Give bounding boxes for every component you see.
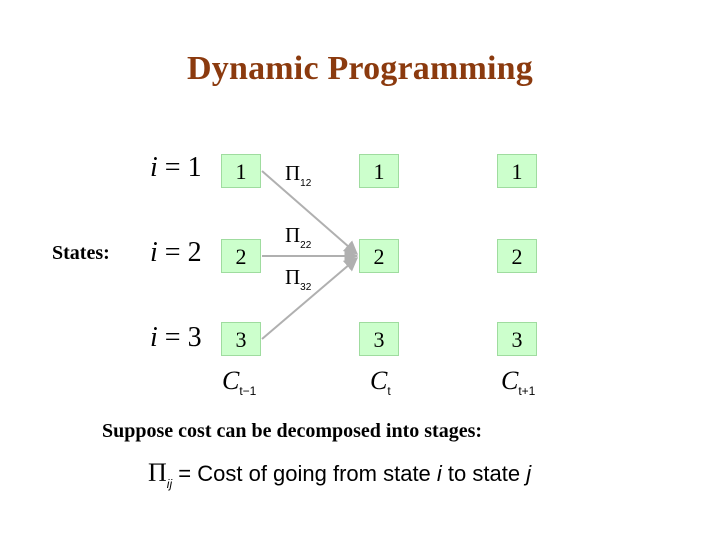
state-box-col1-row2: 2 [221,239,261,273]
stage-label-c-t-plus-1: Ct+1 [501,366,536,398]
page-title: Dynamic Programming [187,50,533,87]
state-box-col3-row1: 1 [497,154,537,188]
state-box-col2-row1: 1 [359,154,399,188]
state-box-col3-row2: 2 [497,239,537,273]
state-box-col1-row1: 1 [221,154,261,188]
states-label: States: [52,242,110,264]
state-box-col2-row2: 2 [359,239,399,273]
caption-text: Suppose cost can be decomposed into stag… [102,420,483,442]
transition-label-pi-32: Π32 [285,265,312,293]
state-box-col1-row3: 3 [221,322,261,356]
transition-label-pi-12: Π12 [285,161,312,189]
arrow-1-to-2 [261,170,359,255]
stage-label-c-t: Ct [370,366,391,398]
cost-formula: Πij = Cost of going from state i to stat… [148,458,532,491]
transition-label-pi-22: Π22 [285,223,312,251]
state-box-col3-row3: 3 [497,322,537,356]
row-label-1: i = 1 [150,152,202,183]
arrow-3-to-2 [261,257,359,340]
state-box-col2-row3: 3 [359,322,399,356]
row-label-3: i = 3 [150,322,202,353]
row-label-2: i = 2 [150,237,202,268]
stage-label-c-t-minus-1: Ct−1 [222,366,257,398]
